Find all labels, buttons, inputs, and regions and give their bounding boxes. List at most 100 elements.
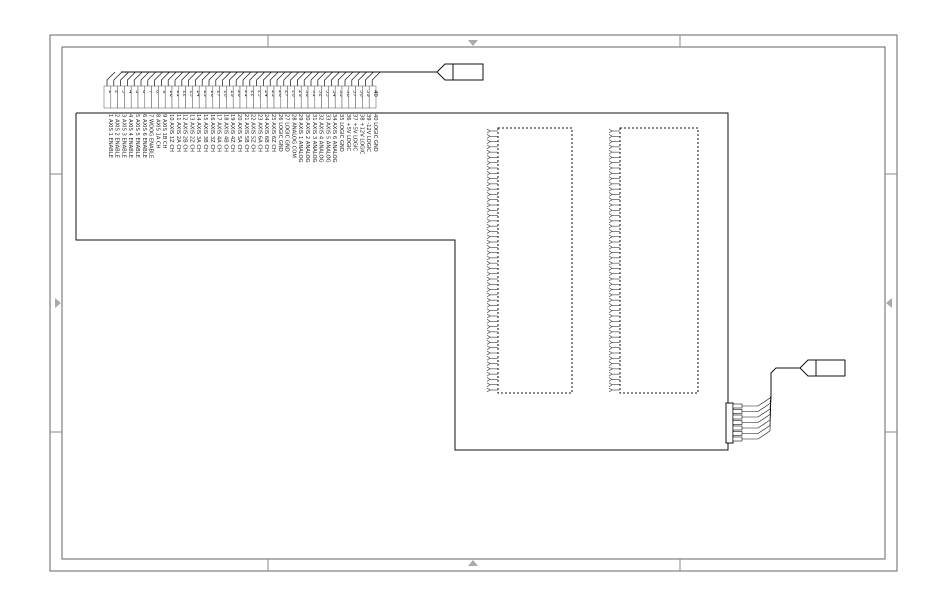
signal-label: 9 AXIS 1B CH	[161, 114, 167, 149]
side-connector-flag	[799, 359, 846, 377]
signal-label: 24 AXIS 6B CH	[263, 114, 269, 152]
pin-number: 2	[114, 90, 120, 93]
pin-number: 7	[148, 90, 154, 93]
ic-pin	[486, 382, 491, 387]
signal-label: 25 AXIS 6Z CH	[270, 114, 276, 152]
signal-label: 15 AXIS 3B CH	[202, 114, 208, 152]
signal-label: 14 AXIS 3A CH	[195, 114, 201, 152]
signal-label: 22 AXIS 5Z CH	[250, 114, 256, 152]
ic-pin	[608, 345, 613, 350]
ic-pin	[486, 223, 491, 229]
pin-number: 34	[331, 90, 337, 97]
ic-pin	[486, 329, 491, 335]
pin-number: 3	[120, 90, 126, 93]
signal-label: 32 AXIS 4 ANALOG	[318, 114, 324, 163]
ic-pin	[486, 308, 491, 313]
side-connector-pin	[732, 403, 743, 409]
pin-number: 6	[141, 90, 147, 94]
side-connector-wire	[742, 395, 772, 412]
signal-label: 12 AXIS 2B CH	[182, 114, 188, 152]
ic-pin	[486, 303, 491, 308]
ic-pin	[486, 181, 491, 187]
ic-pin	[608, 186, 613, 192]
ic-pin	[486, 160, 491, 165]
ic-pin	[608, 218, 613, 224]
pin-number: 1	[107, 90, 113, 93]
ic-pin	[608, 297, 613, 303]
ic-pin	[486, 260, 491, 266]
signal-label: 23 AXIS 6A CH	[256, 114, 262, 152]
ic-pin	[608, 208, 613, 213]
signal-label: 39 -12V LOGIC	[365, 114, 371, 152]
side-connector-bus-line	[770, 367, 800, 396]
ic-pin	[608, 308, 613, 313]
ic-pin	[608, 223, 613, 229]
pin-number: 25	[270, 90, 276, 97]
ic-pin	[608, 361, 613, 366]
ic-pin	[486, 356, 491, 361]
side-connector-pin	[732, 409, 743, 414]
pin-number: 20	[236, 90, 242, 97]
ic-pin	[608, 250, 613, 255]
pin-number: 11	[175, 90, 181, 97]
ic-pin	[608, 377, 613, 382]
pin-number: 17	[216, 90, 222, 97]
center-marker-left	[55, 298, 61, 308]
signal-label: 8 AXIS 1A CH	[154, 114, 160, 149]
pin-number: 13	[188, 90, 194, 97]
ic-pin	[608, 303, 613, 308]
signal-label: 30 AXIS 2 ANALOG	[304, 114, 310, 163]
right-ic-chip	[619, 127, 699, 394]
side-connector-pin	[732, 414, 743, 420]
ic-pin	[486, 313, 491, 319]
connector-pin: 40	[368, 71, 381, 109]
ic-pin	[608, 213, 613, 218]
ic-pin	[608, 350, 613, 356]
pin-number: 14	[195, 90, 201, 97]
ic-pin	[608, 144, 613, 150]
ic-pin	[486, 340, 491, 345]
ic-pin	[486, 334, 491, 340]
pin-number: 12	[182, 90, 188, 97]
signal-label: 27 LOGIC GND	[284, 114, 290, 152]
ic-pin	[486, 266, 491, 271]
ic-pin	[608, 356, 613, 361]
pin-number: 15	[202, 90, 208, 97]
ic-pin	[486, 371, 491, 377]
signal-label: 11 AXIS 2A CH	[175, 114, 181, 152]
ic-pin	[486, 229, 491, 234]
side-connector-pin	[732, 436, 743, 442]
outer-border	[49, 34, 898, 572]
ic-pin	[608, 134, 613, 139]
ic-pin	[486, 176, 491, 181]
signal-label: 28 ANALOG COM	[290, 114, 296, 158]
ic-pin	[486, 202, 491, 208]
signal-label: 35 LOGIC GND	[338, 114, 344, 152]
ic-pin	[486, 287, 491, 292]
signal-label: 6 AXIS 6 ENABLE	[141, 114, 147, 158]
ic-pin	[608, 371, 613, 377]
ic-pin	[608, 181, 613, 187]
ic-pin	[608, 239, 613, 245]
ic-pin	[608, 329, 613, 335]
ic-pin	[608, 139, 613, 144]
signal-label: 4 AXIS 4 ENABLE	[127, 114, 133, 158]
ic-pin	[486, 292, 491, 298]
board-outline	[75, 112, 729, 451]
side-connector-pin	[732, 425, 743, 431]
ic-pin	[608, 160, 613, 165]
ic-pin	[608, 260, 613, 266]
pin-number: 5	[134, 90, 140, 93]
ic-pin	[608, 324, 613, 329]
ic-pin	[486, 250, 491, 255]
ic-pin	[486, 319, 491, 324]
pin-number: 4	[127, 90, 133, 94]
signal-label: 1 AXIS 1 ENABLE	[107, 114, 113, 158]
ic-pin	[608, 366, 613, 372]
pin-number: 27	[284, 90, 290, 97]
ic-pin	[608, 202, 613, 208]
zone-ticks	[50, 35, 897, 571]
side-connector-body	[725, 402, 734, 444]
signal-label: 16 AXIS 3Z CH	[209, 114, 215, 152]
